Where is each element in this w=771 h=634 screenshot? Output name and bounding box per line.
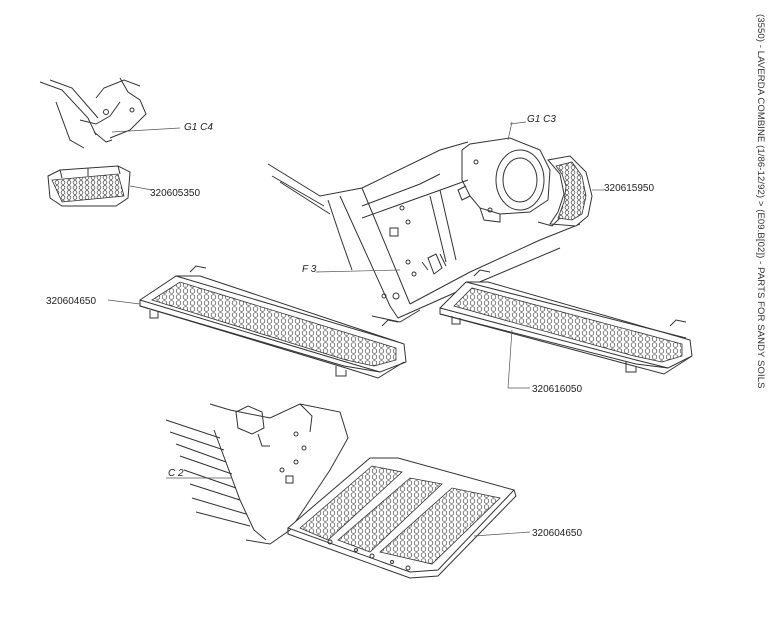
part-label-320605350[interactable]: 320605350 <box>150 188 200 199</box>
part-320604650-grate[interactable] <box>287 457 531 579</box>
part-320605350[interactable] <box>47 165 153 207</box>
part-label-320615950[interactable]: 320615950 <box>604 183 654 194</box>
part-label-320616050[interactable]: 320616050 <box>532 384 582 395</box>
frame-assembly-f3 <box>267 141 581 323</box>
housing-g1c3 <box>457 121 551 223</box>
ref-label-c2: C 2 <box>168 468 184 479</box>
part-320615950[interactable] <box>537 155 604 227</box>
ref-label-g1c4: G1 C4 <box>184 122 213 133</box>
ref-label-g1c3: G1 C3 <box>527 114 556 125</box>
page-title-text: (3550) - LAVERDA COMBINE (1/86-12/92) > … <box>755 14 766 389</box>
ref-label-f3: F 3 <box>302 264 317 275</box>
part-label-320604650-trough[interactable]: 320604650 <box>46 296 96 307</box>
part-320604650-trough[interactable] <box>107 265 407 379</box>
part-label-320604650-grate[interactable]: 320604650 <box>532 528 582 539</box>
part-320616050-trough[interactable] <box>439 269 693 389</box>
page-title: (3550) - LAVERDA COMBINE (1/86-12/92) > … <box>752 14 770 474</box>
frame-detail-g1c4 <box>39 77 181 149</box>
frame-detail-c2 <box>165 403 349 545</box>
